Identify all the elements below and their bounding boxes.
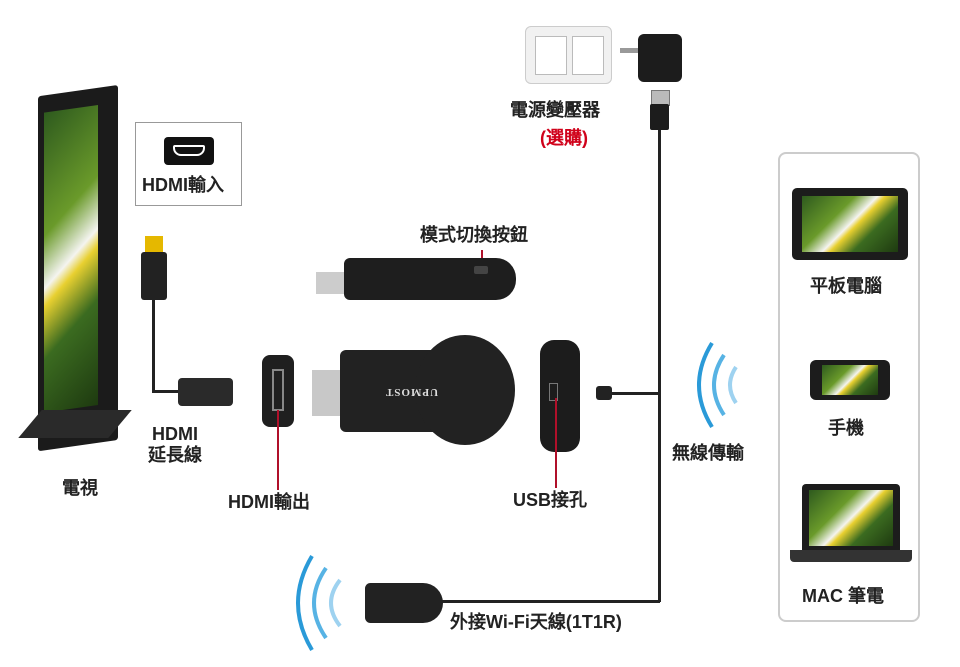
- devices-panel: 平板電腦 手機 MAC 筆電: [778, 152, 920, 622]
- tablet-image: [792, 188, 908, 260]
- dongle-top-view: [344, 258, 516, 300]
- laptop-image: [802, 484, 900, 550]
- power-adapter-label: 電源變壓器: [510, 100, 600, 120]
- usb-port: [549, 383, 558, 401]
- brand-logo: UPMOST: [385, 386, 439, 398]
- external-antenna-label: 外接Wi-Fi天線(1T1R): [450, 612, 622, 632]
- wifi-antenna: [365, 583, 443, 623]
- antenna-signal-icon: [296, 554, 342, 652]
- phone-label: 手機: [828, 418, 864, 438]
- power-adapter: [638, 34, 682, 82]
- laptop-label: MAC 筆電: [802, 586, 884, 606]
- hdmi-extension-label: HDMI 延長線: [148, 424, 202, 465]
- mode-switch-button: [474, 266, 488, 274]
- tv-label: 電視: [62, 478, 98, 498]
- hdmi-port-icon: [164, 137, 214, 165]
- hdmi-plug: [145, 236, 163, 252]
- hdmi-output-label: HDMI輸出: [228, 492, 310, 512]
- tablet-label: 平板電腦: [810, 276, 882, 296]
- hdmi-input-callout: HDMI輸入: [135, 122, 242, 206]
- wireless-signal-icon: [697, 341, 738, 429]
- mode-switch-label: 模式切換按鈕: [420, 225, 528, 245]
- phone-image: [810, 360, 890, 400]
- wall-outlet: [525, 26, 612, 84]
- tv: [18, 85, 132, 452]
- dongle-side-view: [540, 340, 580, 452]
- optional-label: (選購): [540, 128, 588, 148]
- hdmi-input-label: HDMI輸入: [142, 175, 224, 195]
- usb-port-label: USB接孔: [513, 490, 588, 510]
- hdmi-extension-connector: [178, 378, 233, 406]
- wireless-label: 無線傳輸: [672, 443, 744, 463]
